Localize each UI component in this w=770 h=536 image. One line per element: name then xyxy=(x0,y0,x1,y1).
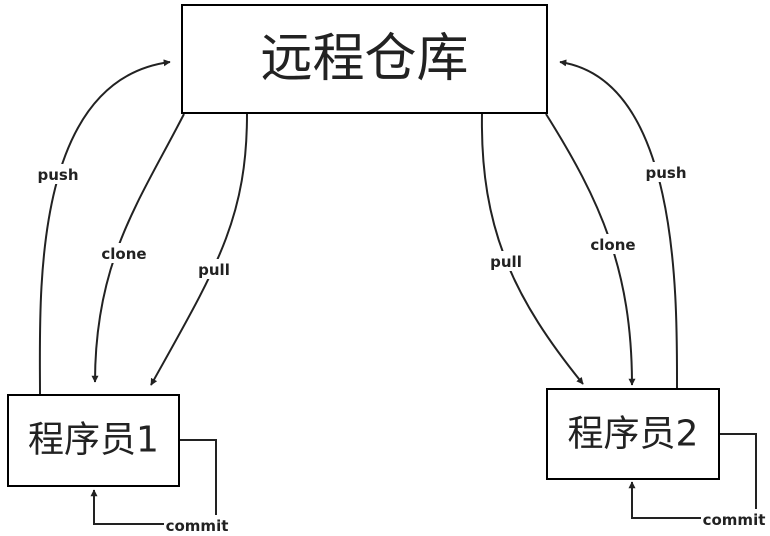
edge-label-dev1-push: push xyxy=(37,166,78,184)
node-programmer-1: 程序员1 xyxy=(7,394,180,487)
node-programmer-1-label: 程序员1 xyxy=(28,420,159,461)
node-remote-repo-label: 远程仓库 xyxy=(260,29,468,89)
edge-label-dev2-pull: pull xyxy=(490,253,522,271)
node-remote-repo: 远程仓库 xyxy=(181,4,548,114)
edge-dev2-push xyxy=(559,59,679,389)
edge-label-dev2-push: push xyxy=(645,164,686,182)
edge-label-dev2-clone: clone xyxy=(590,236,635,254)
edge-dev2-pull xyxy=(480,113,584,385)
edge-label-dev1-clone: clone xyxy=(101,245,146,263)
edge-dev1-push xyxy=(38,59,171,395)
edge-dev1-clone xyxy=(91,113,185,383)
node-programmer-2-label: 程序员2 xyxy=(568,414,699,455)
edge-label-dev1-commit: commit xyxy=(166,517,229,535)
edge-dev1-pull xyxy=(150,113,248,386)
node-programmer-2: 程序员2 xyxy=(546,388,720,480)
edge-label-dev1-pull: pull xyxy=(198,261,230,279)
edge-label-dev2-commit: commit xyxy=(703,511,766,529)
